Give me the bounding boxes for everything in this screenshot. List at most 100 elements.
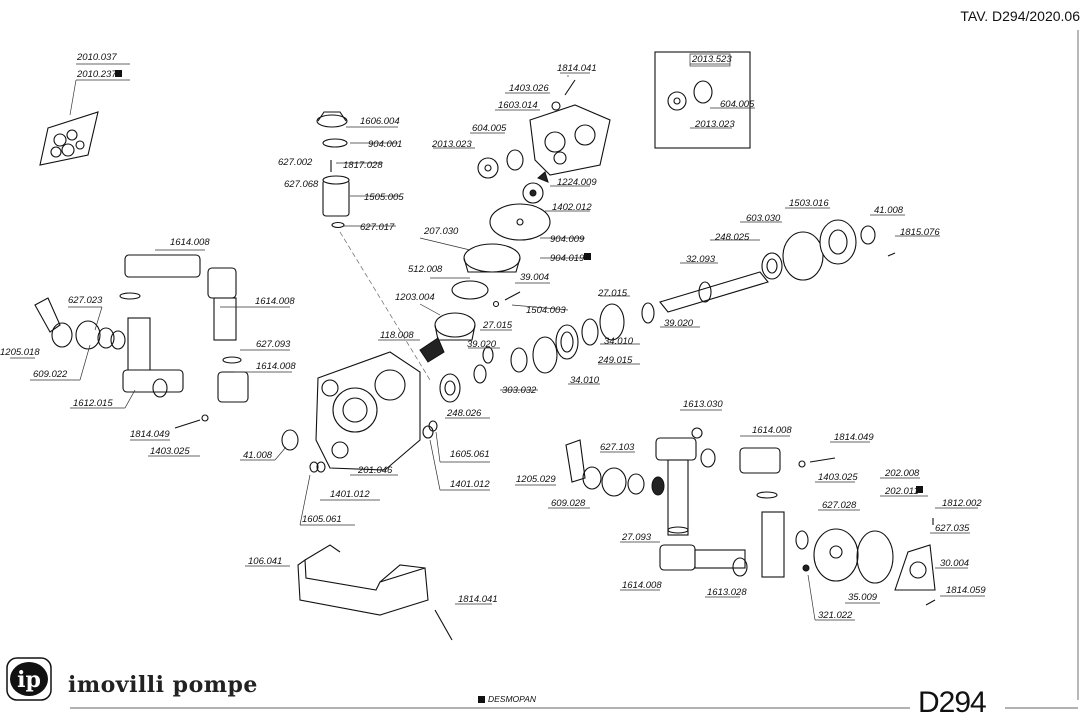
part-labels: 2010.037 2010.237 1606.004 904.001 627.0… <box>0 52 986 621</box>
part-label: 1401.012 <box>330 489 370 500</box>
svg-text:ip: ip <box>17 667 41 693</box>
part-label: 39.004 <box>520 272 549 283</box>
part-label: 202.011 <box>884 486 919 497</box>
valve-cap-2013 <box>477 149 524 179</box>
part-label: 39.020 <box>467 339 497 350</box>
part-label: 34.010 <box>570 375 600 386</box>
part-label: 2010.037 <box>76 52 117 63</box>
connecting-rod <box>419 337 445 363</box>
cover-1503-016 <box>819 219 857 265</box>
part-label: 27.015 <box>597 288 628 299</box>
part-label: 904.019 <box>550 253 585 264</box>
part-label: 604.005 <box>472 123 507 134</box>
part-label: 603.030 <box>746 213 781 224</box>
part-label: 1814.041 <box>458 594 498 605</box>
part-label: 1224.009 <box>557 177 597 188</box>
part-label: 27.015 <box>482 320 513 331</box>
part-label: 118.008 <box>380 330 414 341</box>
washer-1403-025 <box>201 414 209 422</box>
brand-logo: ip <box>6 656 64 709</box>
part-label: 207.030 <box>423 226 459 237</box>
part-label: 41.008 <box>243 450 273 461</box>
part-label: 627.017 <box>360 222 395 233</box>
screw-1605-061-right <box>428 420 438 432</box>
gasket-603-030 <box>782 231 824 281</box>
part-label: 1603.014 <box>498 100 538 111</box>
part-label: 1504.003 <box>526 305 566 316</box>
right-manifold <box>655 427 785 578</box>
screw-1814-059 <box>925 599 936 606</box>
bearing-249-015 <box>555 324 579 360</box>
diaphragm-202-008 <box>856 530 894 584</box>
ring-27-015 <box>510 347 528 373</box>
bolt-1814-041 <box>434 609 453 641</box>
part-label: 27.093 <box>621 532 652 543</box>
part-label: 627.023 <box>68 295 103 306</box>
left-manifold <box>119 254 249 403</box>
part-label: 39.020 <box>664 318 694 329</box>
piston-cylinder <box>434 243 521 341</box>
part-label: 248.026 <box>446 408 482 419</box>
part-label: 41.008 <box>874 205 904 216</box>
crank-shaft <box>659 271 769 313</box>
plug-1401-012 <box>316 461 326 473</box>
valve-cap-group <box>316 111 350 229</box>
ring-39-020b <box>641 302 655 324</box>
part-label: 904.001 <box>368 139 402 150</box>
part-label: 1814.049 <box>130 429 170 440</box>
part-label: 627.068 <box>284 179 319 190</box>
part-label: 627.002 <box>278 157 313 168</box>
leader-lines <box>10 63 985 621</box>
part-label: 32.093 <box>686 254 716 265</box>
part-label: 1205.018 <box>0 347 40 358</box>
part-label: 1403.026 <box>509 83 549 94</box>
seal-41-008-left <box>281 429 299 451</box>
model-code: D294 <box>918 686 987 719</box>
part-label: 1815.076 <box>900 227 940 238</box>
part-label: 1613.030 <box>683 399 723 410</box>
pump-cover-35-009 <box>813 528 859 582</box>
part-label: 1505.005 <box>364 192 404 203</box>
part-label: 1614.008 <box>170 237 210 248</box>
part-label: 1606.004 <box>360 116 400 127</box>
part-label: 1402.012 <box>552 202 592 213</box>
part-label: 106.041 <box>248 556 282 567</box>
seal-627-028 <box>795 530 809 550</box>
screw-1605-061 <box>309 461 319 473</box>
part-label: 1614.008 <box>255 296 295 307</box>
bearing-248-026 <box>439 373 461 403</box>
part-label: 249.015 <box>597 355 633 366</box>
repair-kit-bag <box>39 111 99 166</box>
kit-valve <box>667 80 713 111</box>
part-label: 303.032 <box>502 385 537 396</box>
screw-1815-076 <box>887 252 896 257</box>
part-label: 627.028 <box>822 500 857 511</box>
part-label: 512.008 <box>408 264 443 275</box>
part-label: 248.025 <box>714 232 750 243</box>
part-label: 1614.008 <box>752 425 792 436</box>
sheet-reference: TAV. D294/2020.06 <box>960 8 1080 24</box>
part-label: 202.008 <box>884 468 920 479</box>
part-label: 1203.004 <box>395 292 435 303</box>
part-label: 2013.523 <box>691 54 732 65</box>
part-label: 1614.008 <box>622 580 662 591</box>
part-label: 1403.025 <box>818 472 858 483</box>
brand-name: imovilli pompe <box>68 672 258 698</box>
ring-27-015b <box>581 318 599 346</box>
kit-code-box <box>689 53 731 67</box>
ring-303-032 <box>473 364 487 384</box>
pump-head-housing <box>529 79 611 183</box>
part-label: 604.005 <box>720 99 755 110</box>
legend-label: DESMOPAN <box>488 694 537 704</box>
pump-body-201-046 <box>315 351 421 471</box>
diaphragm-904 <box>489 203 551 241</box>
ball-321-022 <box>802 564 810 572</box>
part-label: 1605.061 <box>450 449 490 460</box>
part-label: 627.103 <box>600 442 635 453</box>
desmopan-swatch <box>478 696 485 703</box>
ring-39-020 <box>482 346 494 364</box>
valve-disc <box>522 182 544 204</box>
part-label: 34.010 <box>604 336 634 347</box>
part-label: 1401.012 <box>450 479 490 490</box>
